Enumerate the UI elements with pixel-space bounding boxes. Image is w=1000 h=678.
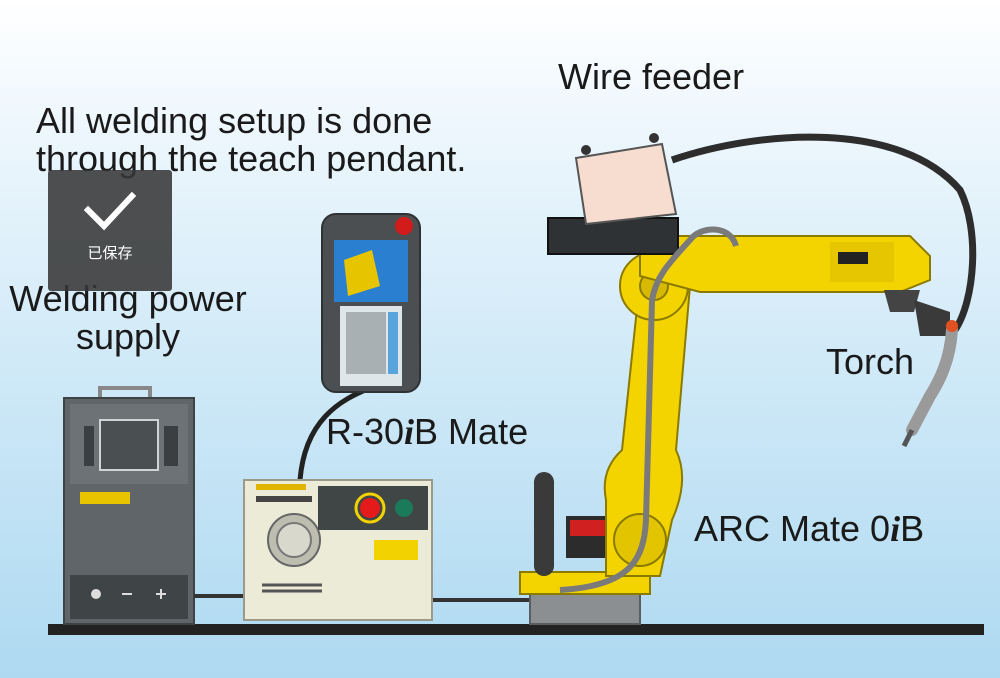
robot-label-prefix: ARC Mate 0 — [694, 508, 891, 549]
controller-label: R-30iB Mate — [326, 411, 529, 452]
saved-text: 已保存 — [87, 244, 133, 262]
robot-label: ARC Mate 0iB — [694, 508, 925, 549]
power-supply-label: Welding power supply — [0, 280, 258, 356]
wire-feeder — [547, 133, 679, 255]
controller-cabinet — [243, 479, 433, 621]
wire-feeder-label: Wire feeder — [558, 56, 745, 97]
controller-label-suffix: B Mate — [414, 411, 529, 452]
robot-label-suffix: B — [900, 508, 925, 549]
welding-torch — [901, 320, 958, 448]
controller-label-italic: i — [404, 412, 415, 452]
torch-cable — [670, 133, 977, 332]
power-supply-line-2: supply — [75, 316, 181, 357]
torch-label: Torch — [826, 341, 915, 382]
robot-base — [519, 472, 651, 625]
saved-toast: 已保存 — [48, 170, 172, 291]
controller-label-prefix: R-30 — [326, 411, 405, 452]
intro-line-1: All welding setup is done — [36, 100, 433, 141]
robot-label-italic: i — [890, 509, 901, 549]
welding-power-supply — [63, 386, 195, 625]
arm-cable — [559, 226, 739, 593]
floor-bar — [48, 624, 984, 635]
intro-text: All welding setup is done through the te… — [36, 102, 466, 178]
teach-pendant — [321, 213, 421, 393]
checkmark-icon — [83, 191, 137, 231]
